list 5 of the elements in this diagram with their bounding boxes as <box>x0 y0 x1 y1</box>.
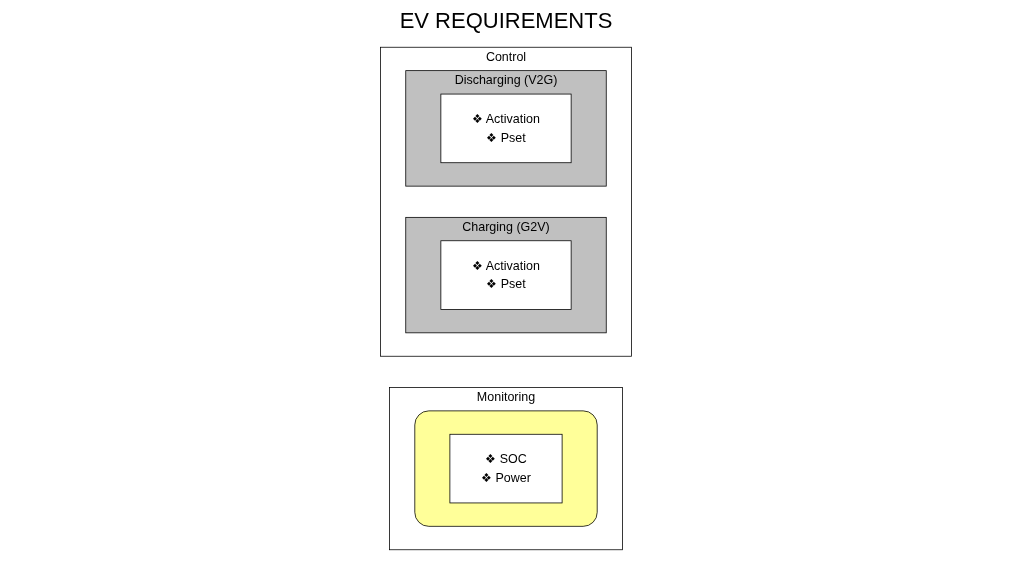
diagram-title: EV REQUIREMENTS <box>398 7 614 35</box>
cluster <box>414 409 598 527</box>
node-box: ❖ SOC ❖ Power <box>449 433 563 503</box>
node-box: ❖ Activation ❖ Pset <box>440 93 572 163</box>
node-box: ❖ Activation ❖ Pset <box>440 239 572 310</box>
